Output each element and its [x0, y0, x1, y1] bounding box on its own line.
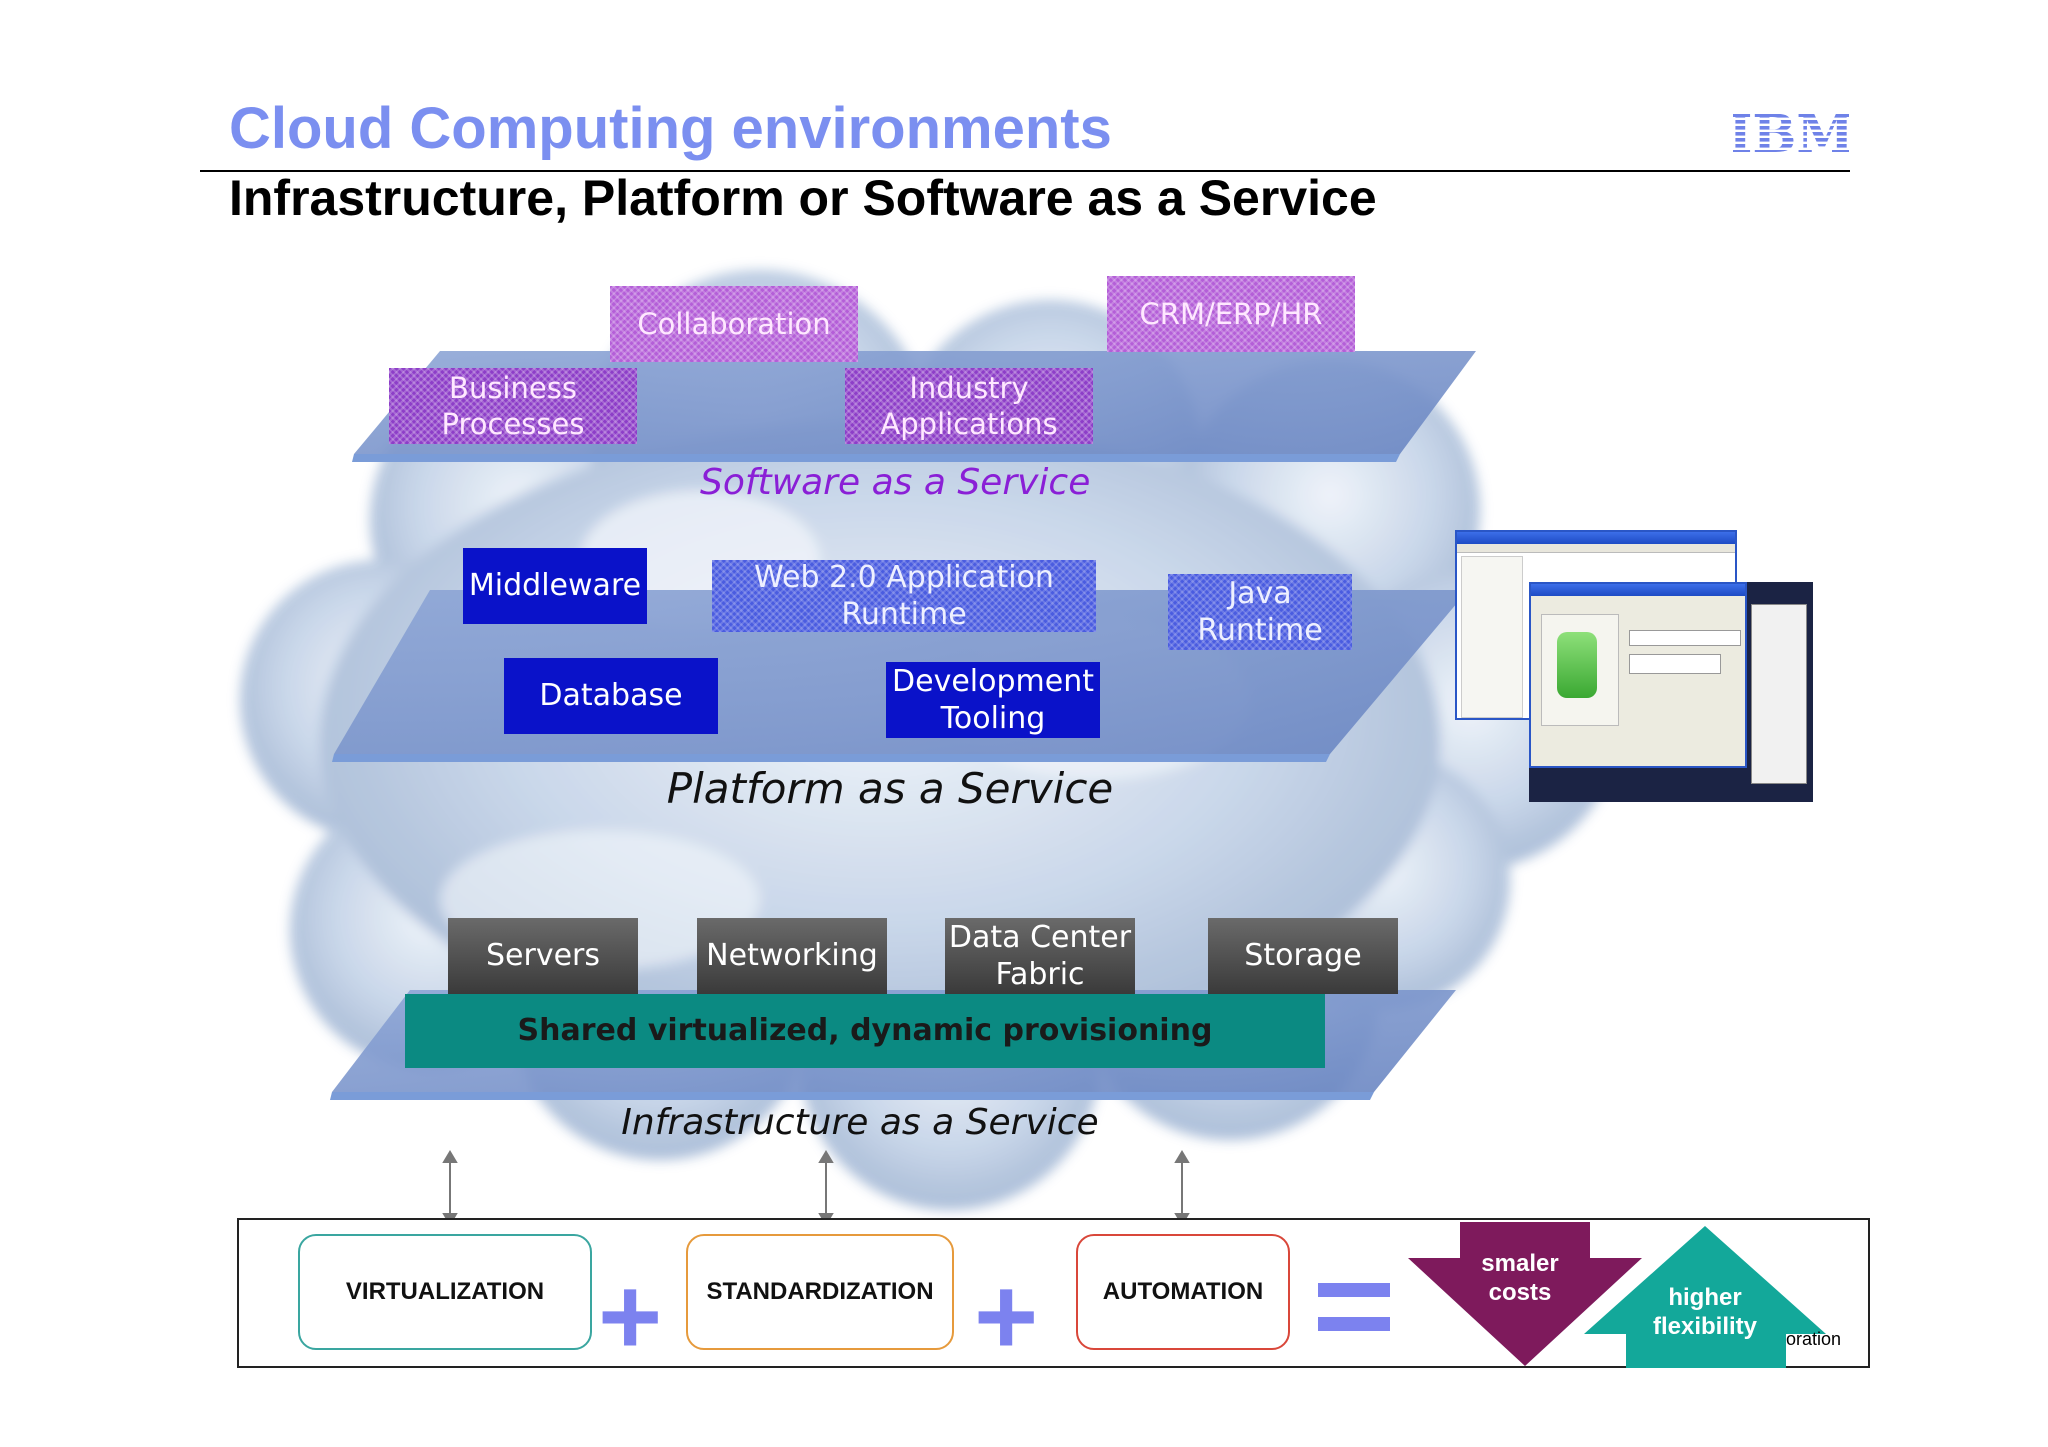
- plus-icon: +: [974, 1255, 1039, 1378]
- servers-box: Servers: [448, 918, 638, 994]
- collaboration-box: Collaboration: [610, 286, 858, 362]
- console-screenshot: [1455, 530, 1813, 805]
- java-runtime-box: Java Runtime: [1168, 574, 1352, 650]
- automation-box: AUTOMATION: [1076, 1234, 1290, 1350]
- iaas-label: Infrastructure as a Service: [621, 1102, 1099, 1143]
- middleware-box: Middleware: [463, 548, 647, 624]
- title-divider: [200, 170, 1850, 172]
- footnote-fragment: oration: [1786, 1329, 1842, 1349]
- wizard-dialog: [1529, 582, 1747, 768]
- provisioning-banner: Shared virtualized, dynamic provisioning: [405, 994, 1325, 1068]
- up-arrow-icon: [1584, 1226, 1826, 1368]
- connector-arrows: [442, 1150, 1190, 1226]
- down-arrow-icon: [1408, 1222, 1642, 1366]
- console-side-panel: [1751, 604, 1807, 784]
- standardization-box: STANDARDIZATION: [686, 1234, 954, 1350]
- plus-icon: +: [598, 1255, 663, 1378]
- equals-icon: [1318, 1283, 1390, 1297]
- equals-icon: [1318, 1317, 1390, 1331]
- smaller-costs-label: smaler costs: [1481, 1250, 1559, 1306]
- page-subtitle: Infrastructure, Platform or Software as …: [229, 170, 1377, 226]
- development-tooling-box: Development Tooling: [886, 662, 1100, 738]
- web20-runtime-box: Web 2.0 Application Runtime: [712, 560, 1096, 632]
- industry-applications-box: Industry Applications: [845, 368, 1093, 444]
- outcome-arrows: [1408, 1222, 1826, 1368]
- crm-erp-hr-box: CRM/ERP/HR: [1107, 276, 1355, 352]
- networking-box: Networking: [697, 918, 887, 994]
- page-title: Cloud Computing environments: [229, 96, 1112, 161]
- higher-flexibility-label: higher flexibility: [1652, 1284, 1758, 1340]
- virtualization-box: VIRTUALIZATION: [298, 1234, 592, 1350]
- data-center-fabric-box: Data Center Fabric: [945, 918, 1135, 994]
- storage-box: Storage: [1208, 918, 1398, 994]
- ibm-logo: IBM: [1733, 108, 1849, 158]
- saas-label: Software as a Service: [700, 462, 1091, 503]
- business-processes-box: Business Processes: [389, 368, 637, 444]
- svg-text:IBM: IBM: [1733, 108, 1849, 158]
- paas-label: Platform as a Service: [666, 764, 1114, 813]
- database-box: Database: [504, 658, 718, 734]
